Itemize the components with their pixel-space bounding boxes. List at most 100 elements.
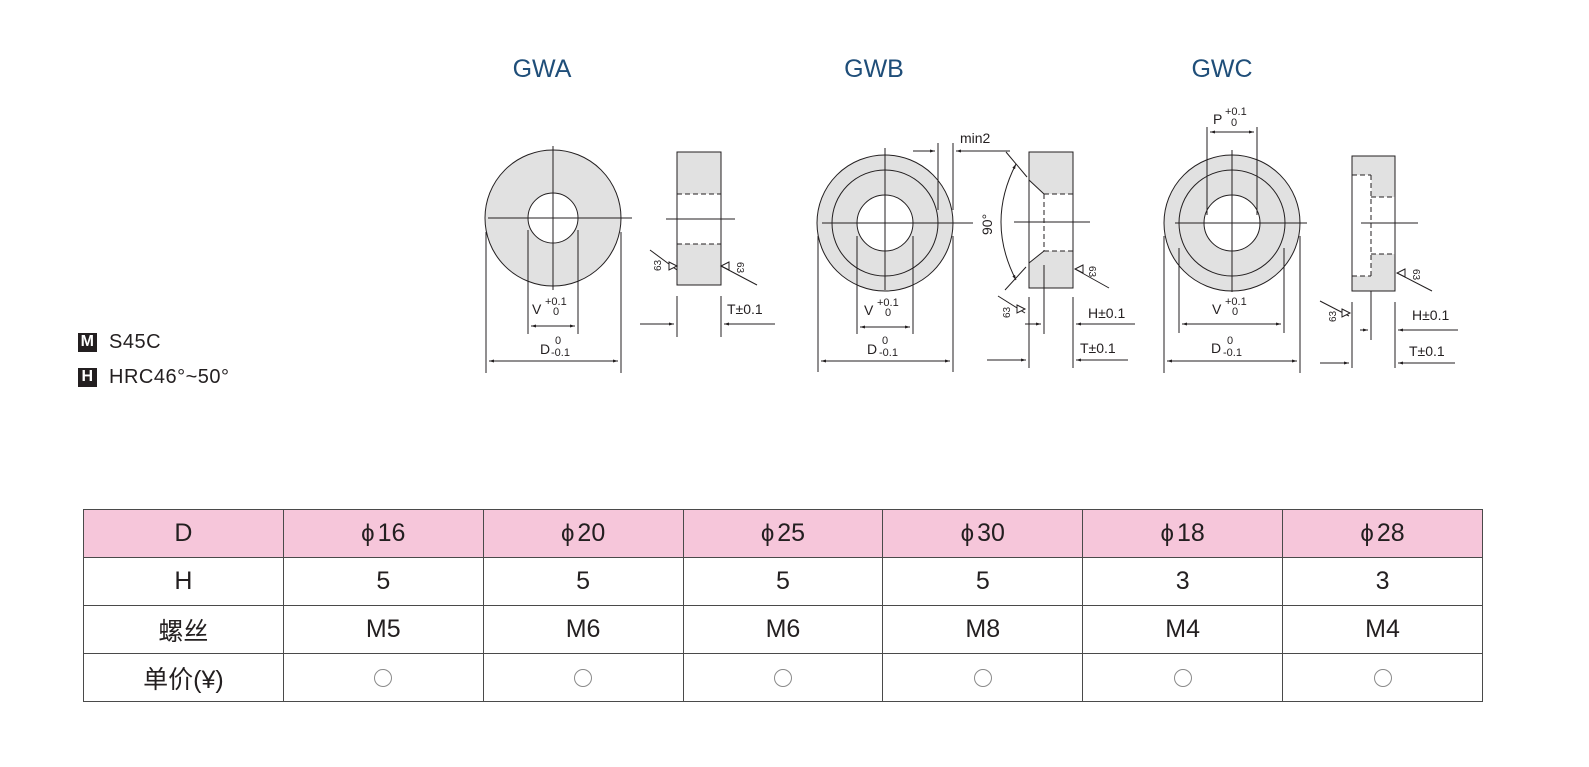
cell-value: 28 [1376, 519, 1405, 547]
gwb-thickness-label: T±0.1 [1080, 340, 1116, 356]
gwc-bore-tol-lower: 0 [1232, 306, 1238, 318]
cell-h: 5 [682, 557, 884, 606]
gwa-od-label: D [540, 341, 550, 357]
row-label-d: D [83, 509, 284, 558]
cell-screw: M4 [1282, 605, 1483, 654]
price-placeholder-icon [973, 669, 992, 688]
material-specs: M S45C H HRC46°~50° [78, 329, 230, 399]
gwc-od-label: D [1211, 340, 1221, 356]
gwc-height-label: H±0.1 [1412, 307, 1449, 323]
gwa-roughness-right: 63 [734, 262, 745, 274]
phi-symbol: ϕ [1160, 520, 1174, 547]
gwa-bore-tol-lower: 0 [553, 306, 559, 318]
price-placeholder-icon [574, 669, 593, 688]
gwb-height-label: H±0.1 [1088, 305, 1125, 321]
gwb-side-view [987, 151, 1135, 368]
gwa-bore-label: V [532, 301, 542, 317]
material-value: S45C [109, 330, 162, 353]
table-row-height: H 5 5 5 5 3 3 [83, 557, 1483, 606]
gwc-roughness-left: 63 [1328, 310, 1339, 322]
phi-symbol: ϕ [1360, 520, 1374, 547]
price-placeholder-icon [1373, 669, 1392, 688]
cell-value: 18 [1176, 519, 1205, 547]
cell-price [882, 653, 1084, 702]
cell-value: 20 [577, 519, 606, 547]
gwa-front-view [484, 146, 632, 373]
row-label-price: 单价(¥) [83, 653, 284, 702]
phi-symbol: ϕ [361, 520, 375, 547]
cell-screw: M6 [482, 605, 684, 654]
gwb-od-tol-upper: 0 [882, 335, 888, 347]
cell-screw: M8 [882, 605, 1084, 654]
gwc-od-tol-upper: 0 [1227, 335, 1233, 347]
cell-price [282, 653, 484, 702]
gwb-bore-tol-upper: +0.1 [877, 297, 899, 309]
spec-hardness: H HRC46°~50° [78, 364, 230, 390]
phi-symbol: ϕ [960, 520, 975, 547]
table-row-screw: 螺丝 M5 M6 M6 M8 M4 M4 [83, 605, 1483, 654]
gwc-side-view [1319, 155, 1458, 368]
gwc-counterbore-tol-upper: +0.1 [1225, 106, 1247, 118]
row-label-h: H [83, 557, 284, 606]
cell-value: 16 [377, 519, 406, 547]
gwb-bore-label: V [864, 302, 874, 318]
gwb-od-label: D [867, 341, 877, 357]
gwa-thickness-label: T±0.1 [727, 301, 763, 317]
gwa-od-tol-upper: 0 [555, 335, 561, 347]
row-label-screw: 螺丝 [83, 605, 284, 654]
spec-material: M S45C [78, 329, 230, 355]
cell-screw: M5 [282, 605, 484, 654]
cell-price [1282, 653, 1483, 702]
cell-h: 5 [882, 557, 1084, 606]
material-badge-icon: M [78, 332, 97, 352]
cell-h: 3 [1282, 557, 1483, 606]
model-title-gwb: GWB [844, 55, 904, 83]
gwb-front-view [816, 143, 1010, 372]
gwc-bore-tol-upper: +0.1 [1225, 296, 1247, 308]
gwa-roughness-left: 63 [653, 259, 664, 271]
cell-value: 30 [977, 519, 1005, 547]
gwb-roughness-right: 63 [1086, 266, 1097, 278]
gwb-roughness-left: 63 [1002, 306, 1013, 318]
price-placeholder-icon [1173, 669, 1192, 688]
hardness-value: HRC46°~50° [109, 365, 230, 388]
gwb-chamfer-angle-label: 90° [979, 214, 995, 235]
cell-price [682, 653, 884, 702]
gwc-od-tol-lower: -0.1 [1223, 347, 1242, 359]
cell-price [482, 653, 684, 702]
gwa-od-tol-lower: -0.1 [551, 347, 570, 359]
gwc-front-view [1163, 127, 1307, 373]
gwa-bore-tol-upper: +0.1 [545, 296, 567, 308]
gwc-counterbore-label: P [1213, 111, 1222, 127]
gwa-side-view [640, 151, 775, 337]
gwc-roughness-right: 63 [1410, 269, 1421, 281]
cell-screw: M6 [682, 605, 884, 654]
gwb-min-edge-label: min2 [960, 130, 991, 146]
cell-h: 5 [482, 557, 684, 606]
gwc-thickness-label: T±0.1 [1409, 343, 1445, 359]
table-row-price: 单价(¥) [83, 653, 1483, 702]
cell-h: 3 [1082, 557, 1284, 606]
price-placeholder-icon [773, 669, 792, 688]
cell-screw: M4 [1082, 605, 1284, 654]
hardness-badge-icon: H [78, 367, 97, 387]
gwc-counterbore-tol-lower: 0 [1231, 117, 1237, 129]
gwb-od-tol-lower: -0.1 [879, 347, 898, 359]
cell-h: 5 [282, 557, 484, 606]
gwb-bore-tol-lower: 0 [885, 307, 891, 319]
model-title-gwc: GWC [1191, 55, 1252, 83]
gwc-bore-label: V [1212, 301, 1222, 317]
cell-value: 25 [777, 519, 806, 547]
cell-price [1082, 653, 1284, 702]
phi-symbol: ϕ [560, 520, 575, 547]
phi-symbol: ϕ [760, 520, 775, 547]
